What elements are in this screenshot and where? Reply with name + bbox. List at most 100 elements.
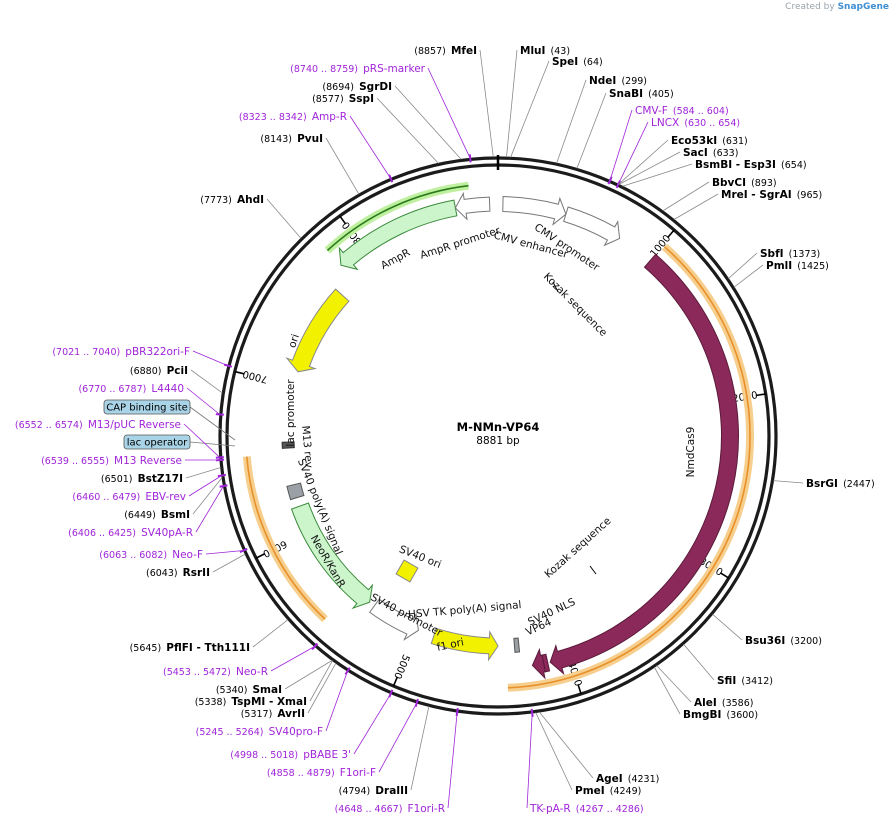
ampr-arc xyxy=(326,184,469,252)
enzyme-label: SbfI (1373) xyxy=(760,242,820,261)
primer-name: Neo-F xyxy=(172,549,203,561)
tick-mark xyxy=(392,676,399,687)
enzyme-position: (3586) xyxy=(722,698,754,709)
leader-line xyxy=(192,477,223,515)
primer-label: (6770 .. 6787) L4440 xyxy=(78,377,184,396)
leader-line xyxy=(538,711,594,779)
primer-site-mark xyxy=(215,413,224,416)
enzyme-label: SacI (633) xyxy=(683,141,738,160)
primer-label: (6063 .. 6082) Neo-F xyxy=(99,543,203,562)
enzyme-label: PmlI (1425) xyxy=(766,254,829,273)
enzyme-name: MluI xyxy=(520,45,545,57)
plasmid-name: M-NMn-VP64 xyxy=(457,420,540,434)
primer-site-mark xyxy=(607,176,613,185)
enzyme-name: SgrDI xyxy=(359,81,392,93)
enzyme-name: RsrII xyxy=(183,567,210,579)
primer-label: (5245 .. 5264) SV40pro-F xyxy=(196,720,323,739)
feature-cmv-enhancer xyxy=(502,196,567,226)
enzyme-label: AleI (3586) xyxy=(694,691,753,710)
leader-line xyxy=(252,619,289,648)
enzyme-name: SbfI xyxy=(760,248,784,260)
enzyme-name: SpeI xyxy=(552,56,578,68)
leader-line xyxy=(376,97,439,164)
primer-name: SV40pA-R xyxy=(141,527,193,539)
enzyme-position: (8577) xyxy=(312,94,344,105)
primer-label: (4858 .. 4879) F1ori-F xyxy=(267,761,376,780)
leader-line xyxy=(618,151,681,185)
label-layer: MluI (43)SpeI (64)NdeI (299)SnaBI (405)C… xyxy=(15,39,875,815)
enzyme-label: (6449) BsmI xyxy=(124,503,190,522)
enzyme-name: SacI xyxy=(683,147,708,159)
leader-line xyxy=(307,662,337,714)
leader-line xyxy=(270,646,315,672)
primer-name: pBR322ori-F xyxy=(125,346,190,358)
label-f1-ori: f1 ori xyxy=(436,636,465,653)
leader-line xyxy=(188,475,223,497)
enzyme-name: PvuI xyxy=(297,133,323,145)
tick-mark xyxy=(255,552,266,559)
primer-position: (4998 .. 5018) xyxy=(230,750,298,761)
enzyme-name: AvrII xyxy=(277,708,305,720)
enzyme-position: (5645) xyxy=(130,643,162,654)
primer-site-mark xyxy=(215,456,224,459)
enzyme-label: (8694) SgrDI xyxy=(322,75,392,94)
leader-line xyxy=(506,49,518,158)
enzyme-name: BstZ17I xyxy=(138,473,183,485)
enzyme-position: (633) xyxy=(713,148,739,159)
enzyme-position: (405) xyxy=(648,89,674,100)
leader-layer xyxy=(183,49,804,809)
enzyme-name: SspI xyxy=(349,93,374,105)
enzyme-position: (4794) xyxy=(339,786,371,797)
primer-name: L4440 xyxy=(151,383,184,395)
enzyme-position: (7773) xyxy=(200,195,232,206)
enzyme-name: TspMI - XmaI xyxy=(231,696,307,708)
tick-label: 5000 xyxy=(391,653,411,681)
enzyme-label: (5338) TspMI - XmaI xyxy=(195,690,307,709)
leader-line xyxy=(447,711,458,809)
enzyme-position: (631) xyxy=(722,136,748,147)
primer-position: (630 .. 654) xyxy=(684,118,740,129)
credit-text: Created by xyxy=(785,2,835,12)
kozak-mark-2 xyxy=(589,565,597,575)
primer-label: (7021 .. 7040) pBR322ori-F xyxy=(52,340,190,359)
snapgene-credit: Created by SnapGene xyxy=(785,2,889,12)
box-cap-binding-site xyxy=(103,399,191,415)
feature-cmv-promoter xyxy=(563,206,621,247)
enzyme-name: BmgBI xyxy=(683,709,721,721)
label-lac-promoter: lac promoter xyxy=(285,379,297,447)
leader-line xyxy=(185,467,221,479)
leader-line xyxy=(410,706,430,791)
enzyme-name: BsrGI xyxy=(806,478,838,490)
leader-line xyxy=(618,139,669,185)
box-lac-operator-leader xyxy=(189,441,236,447)
enzyme-name: BsmI xyxy=(161,509,190,521)
label-ori: ori xyxy=(286,333,302,350)
enzyme-label: BmgBI (3600) xyxy=(683,703,758,722)
primer-name: F1ori-R xyxy=(408,803,445,815)
enzyme-label: MluI (43) xyxy=(520,39,570,58)
primer-name: TK-pA-R xyxy=(529,803,571,815)
primer-name: Amp-R xyxy=(312,111,347,123)
primer-position: (4267 .. 4286) xyxy=(576,804,644,815)
primer-site-mark xyxy=(239,547,248,554)
tick-mark xyxy=(339,215,347,225)
primer-label: (8740 .. 8759) pRS-marker xyxy=(290,57,426,76)
box-cap-binding-site-leader xyxy=(189,406,236,441)
enzyme-label: (5340) SmaI xyxy=(216,678,282,697)
enzyme-label: BbvCI (893) xyxy=(712,171,777,190)
primer-name: M13/pUC Reverse xyxy=(88,419,181,431)
leader-line xyxy=(212,553,246,573)
primer-position: (5453 .. 5472) xyxy=(163,667,231,678)
leader-line xyxy=(378,702,418,773)
leader-line xyxy=(186,387,221,415)
primer-position: (6539 .. 6555) xyxy=(41,456,109,467)
primer-name: F1ori-F xyxy=(340,767,376,779)
primer-label: (4998 .. 5018) pBABE 3' xyxy=(230,743,351,762)
enzyme-label: AgeI (4231) xyxy=(596,767,659,786)
primer-label: (6460 .. 6479) EBV-rev xyxy=(72,485,186,504)
enzyme-position: (299) xyxy=(621,76,647,87)
tick-mark xyxy=(667,229,675,239)
tick-mark xyxy=(577,684,582,695)
